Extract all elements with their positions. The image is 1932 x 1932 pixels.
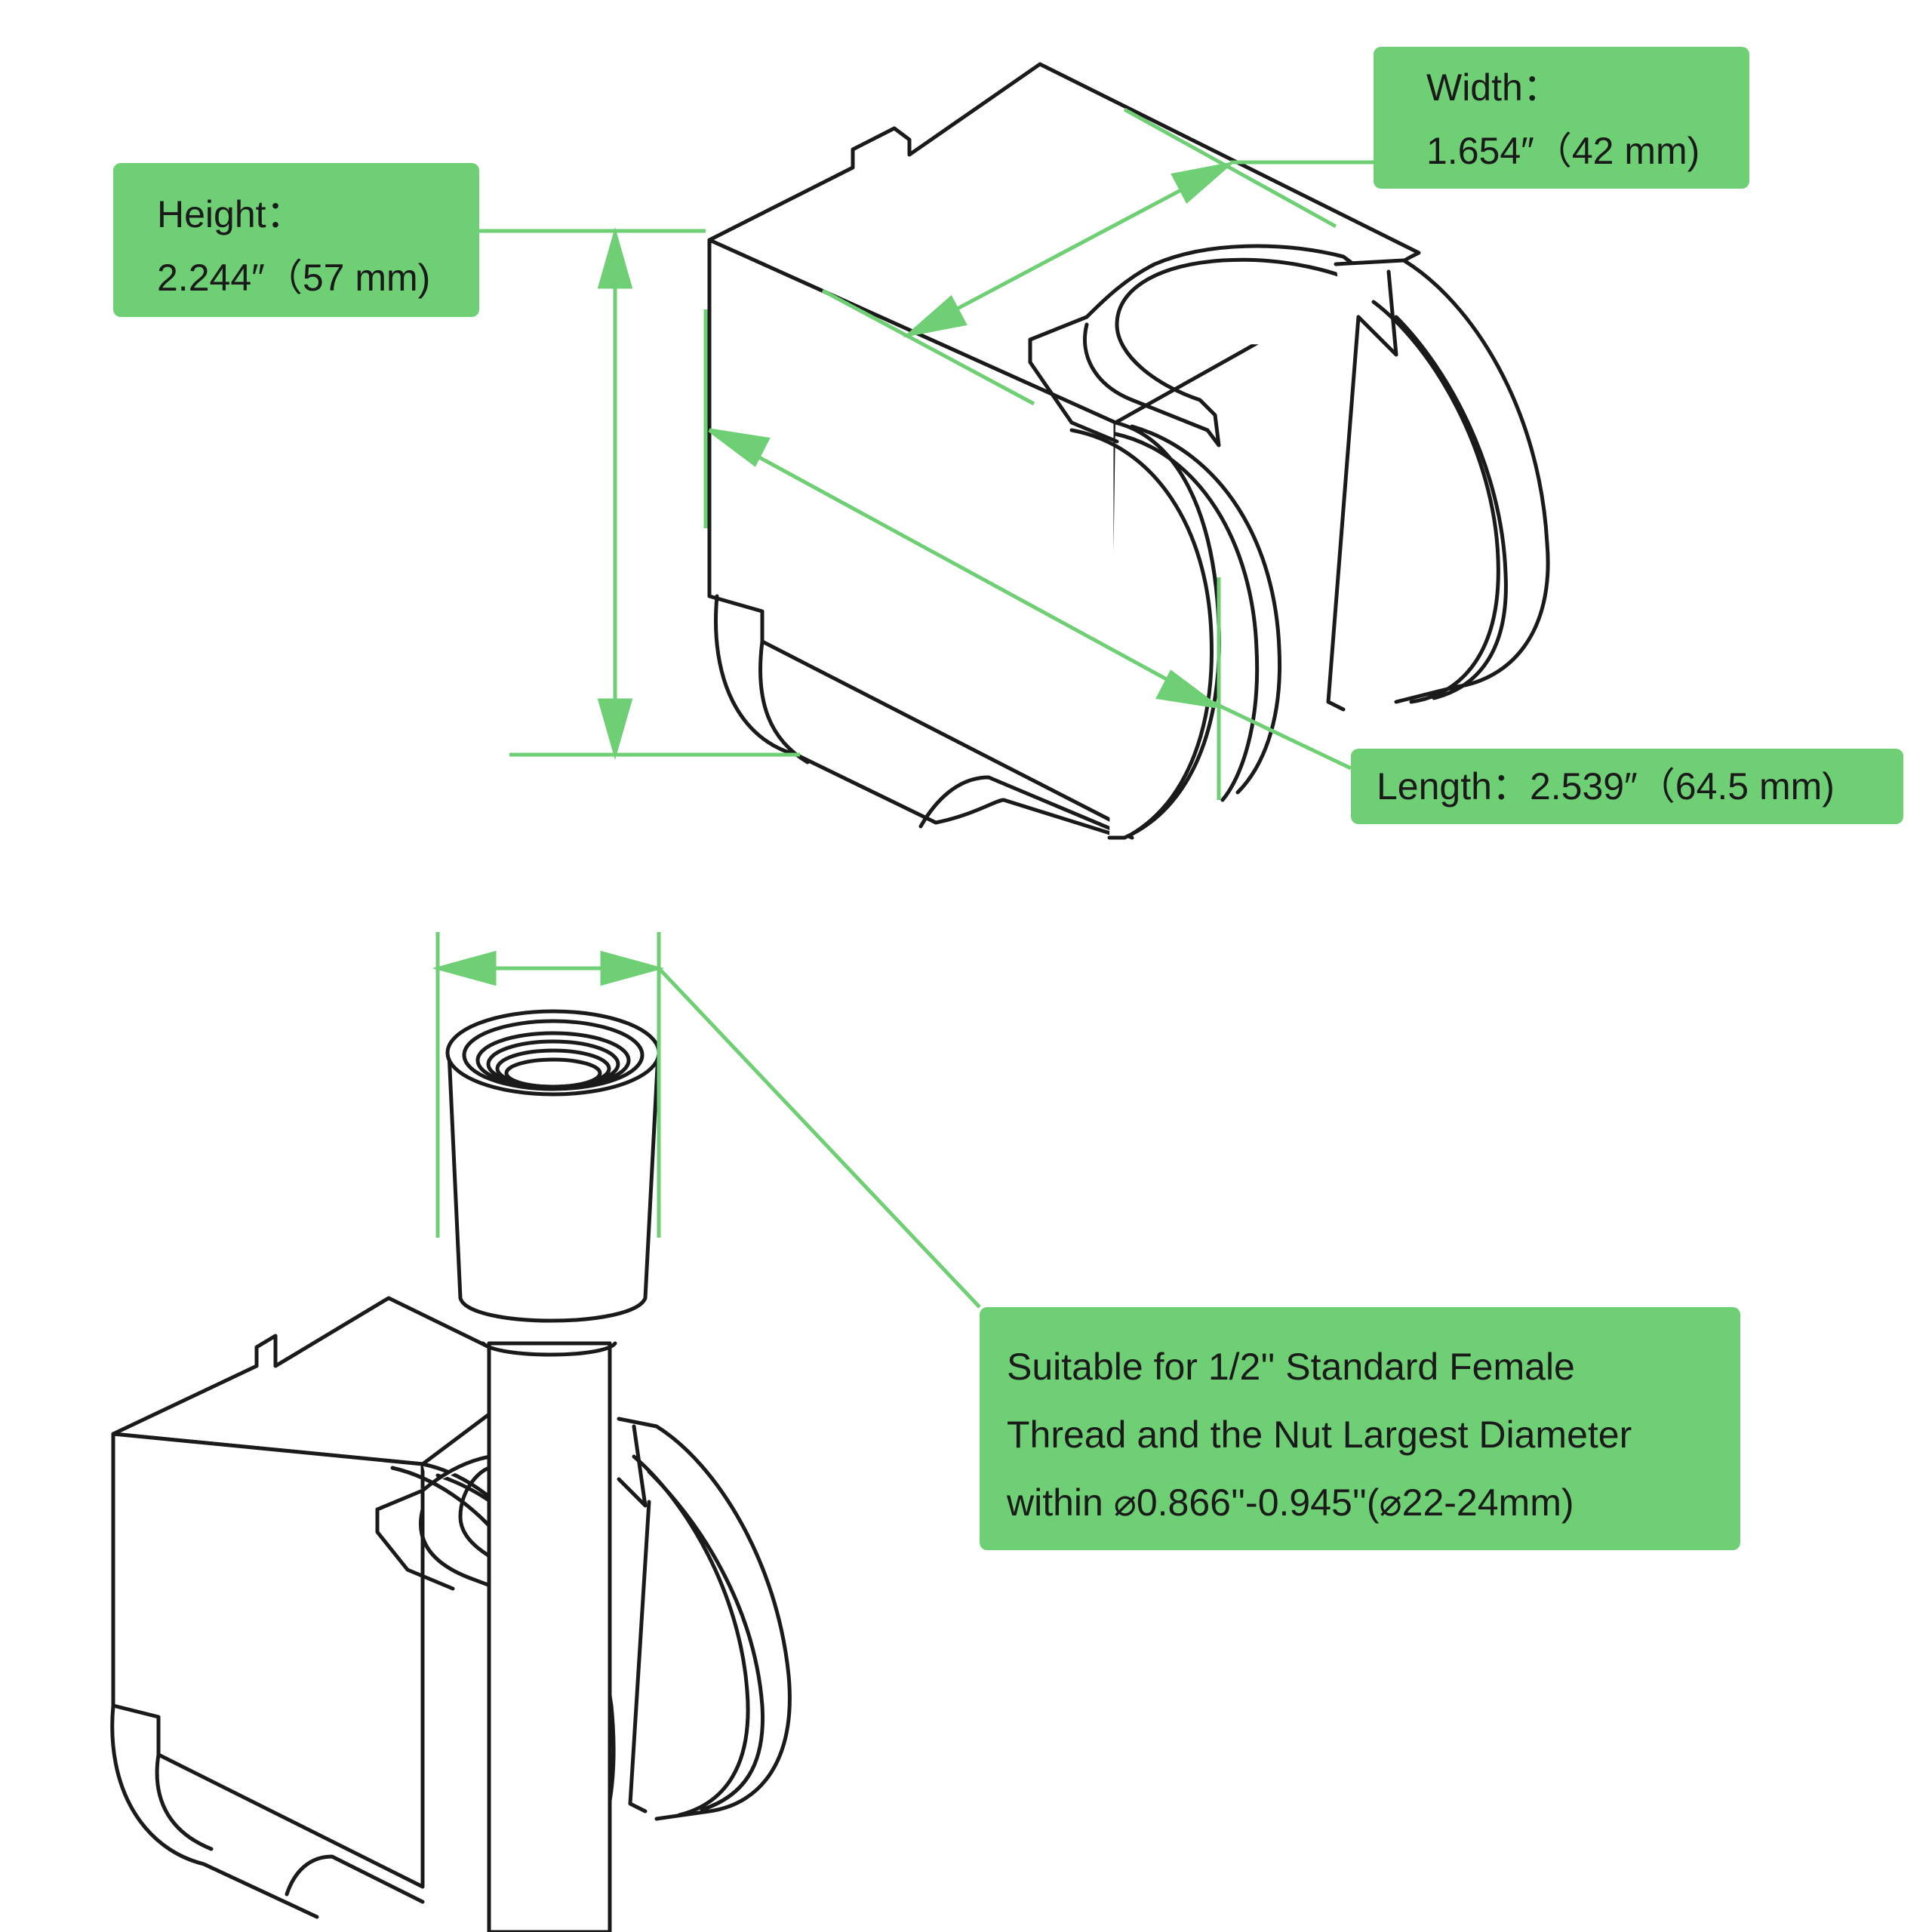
height-dimension bbox=[479, 226, 800, 761]
holder-drawing-bottom bbox=[110, 1009, 792, 1932]
thread-note-line-3: within ⌀0.866''-0.945''(⌀22-24mm) bbox=[1007, 1481, 1574, 1524]
length-caption: Length： bbox=[1377, 765, 1530, 808]
length-label: Length：2.539″（64.5 mm) bbox=[1351, 749, 1903, 824]
length-dimension bbox=[703, 309, 1352, 800]
height-value: 2.244″（57 mm) bbox=[157, 257, 431, 299]
holder-drawing-top bbox=[707, 62, 1550, 840]
nut-diameter-dimension bbox=[432, 932, 981, 1309]
width-caption: Width： bbox=[1426, 66, 1561, 109]
length-value: 2.539″（64.5 mm) bbox=[1529, 765, 1835, 808]
width-dimension bbox=[821, 107, 1374, 406]
thread-note-line-1: Suitable for 1/2'' Standard Female bbox=[1007, 1346, 1575, 1388]
thread-note-line-2: Thread and the Nut Largest Diameter bbox=[1007, 1414, 1632, 1456]
height-label: Height： 2.244″（57 mm) bbox=[113, 163, 479, 317]
height-caption: Height： bbox=[157, 193, 304, 235]
thread-note-label: Suitable for 1/2'' Standard Female Threa… bbox=[980, 1307, 1740, 1550]
width-label: Width： 1.654″（42 mm) bbox=[1374, 47, 1749, 189]
width-value: 1.654″（42 mm) bbox=[1426, 130, 1700, 172]
